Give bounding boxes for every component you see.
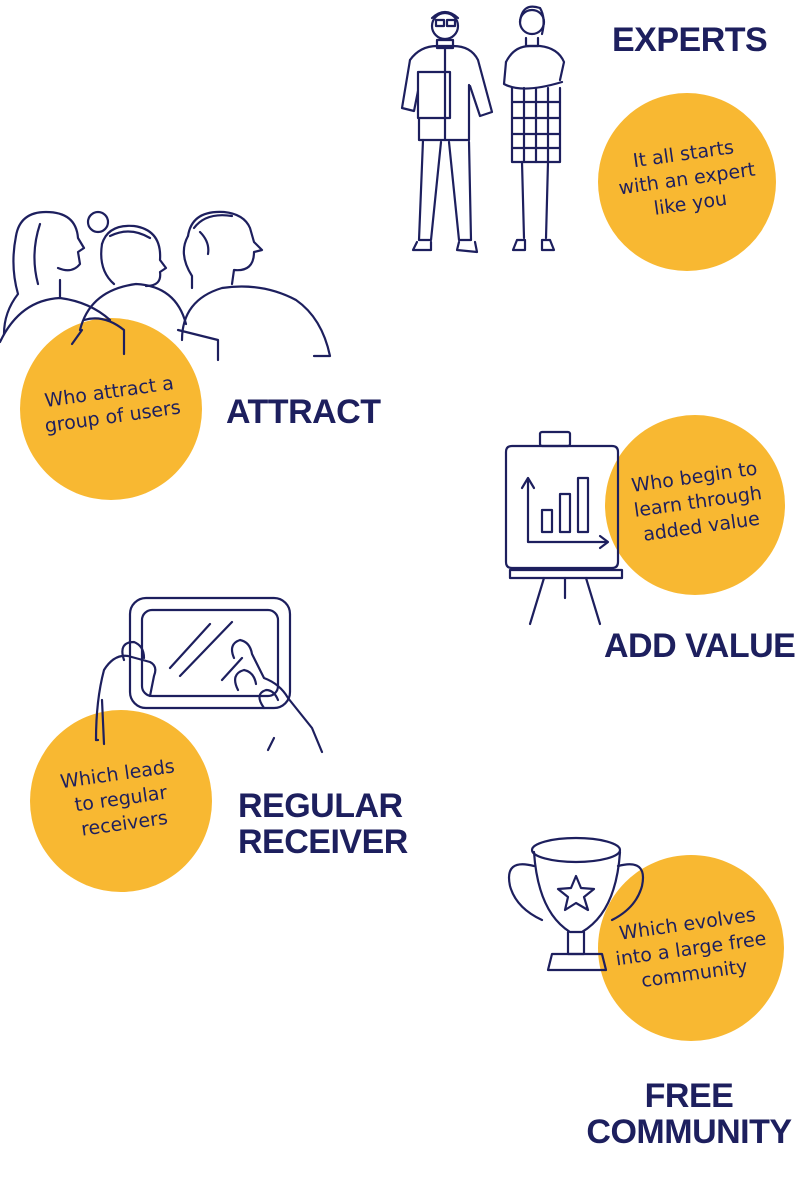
- regular-receiver-title: REGULAR RECEIVER: [238, 788, 408, 860]
- flipchart-icon: [504, 430, 624, 626]
- title-line: FREE: [644, 1077, 734, 1115]
- attract-title: ATTRACT: [226, 393, 381, 431]
- title-line: REGULAR: [238, 787, 403, 825]
- experts-bubble: [598, 93, 776, 271]
- free-community-title: FREE COMMUNITY: [580, 1078, 798, 1150]
- attract-bubble: [20, 318, 202, 500]
- title-line: RECEIVER: [238, 823, 408, 861]
- free-community-bubble: [598, 855, 784, 1041]
- regular-receiver-bubble: [30, 710, 212, 892]
- tablet-icon: [94, 596, 324, 754]
- experts-icon: [400, 5, 566, 254]
- experts-title: EXPERTS: [612, 21, 768, 59]
- add-value-bubble: [605, 415, 785, 595]
- title-line: COMMUNITY: [586, 1113, 792, 1151]
- add-value-title: ADD VALUE: [604, 627, 796, 665]
- audience-icon: [0, 210, 332, 362]
- trophy-icon: [507, 836, 645, 972]
